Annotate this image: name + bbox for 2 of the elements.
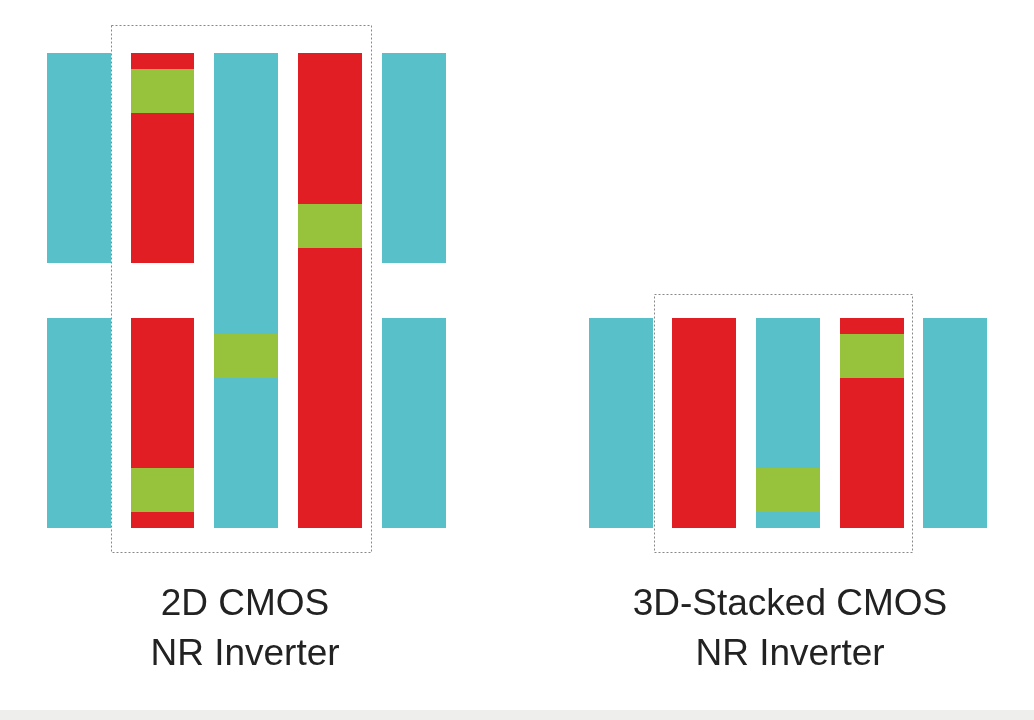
caption-text: 2D CMOS NR Inverter (149, 581, 341, 675)
caption-text: 3D-Stacked CMOS NR Inverter (631, 581, 949, 675)
